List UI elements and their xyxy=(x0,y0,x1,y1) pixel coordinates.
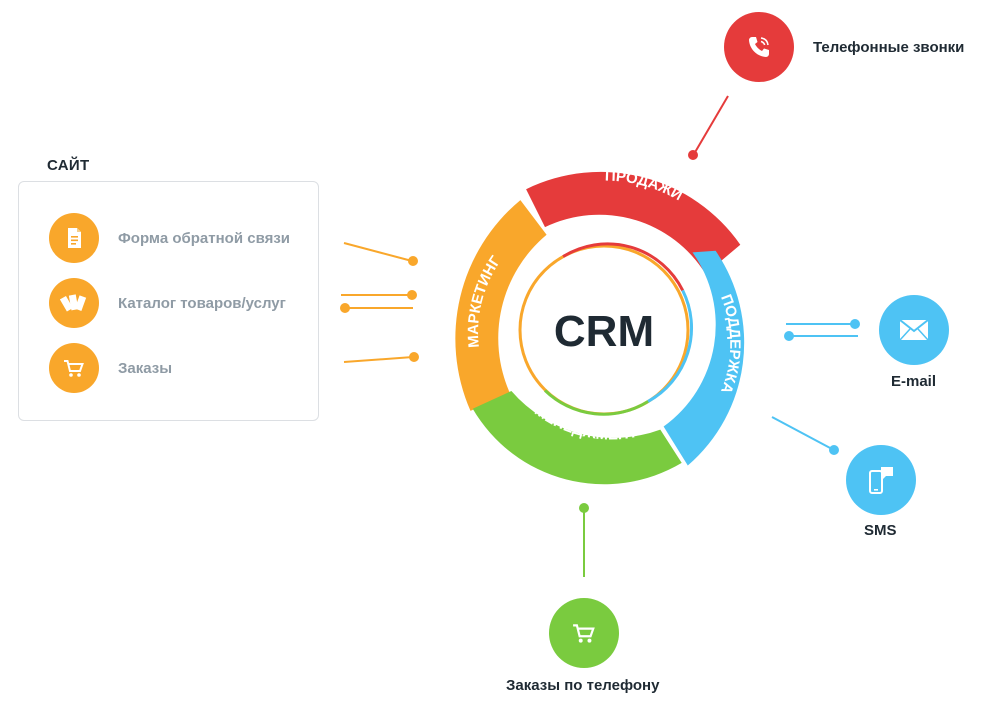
phone-calls-connector xyxy=(688,95,729,160)
site-item-label: Заказы xyxy=(118,359,173,377)
segment-marketing xyxy=(455,200,547,411)
catalog-icon xyxy=(49,278,99,328)
cart-icon xyxy=(49,343,99,393)
sms-connector xyxy=(771,416,839,455)
crm-center-label: CRM xyxy=(554,307,654,356)
site-panel: Форма обратной связи Каталог товаров/усл… xyxy=(18,181,319,421)
envelope-icon xyxy=(879,295,949,365)
email-label: E-mail xyxy=(891,373,937,390)
site-title: САЙТ xyxy=(47,157,90,174)
site-item-label: Каталог товаров/услуг xyxy=(118,294,286,312)
segment-management xyxy=(472,391,682,485)
phone-calls-label: Телефонные звонки xyxy=(813,39,965,56)
phone-orders-connector xyxy=(579,503,589,577)
cart-icon xyxy=(549,598,619,668)
sms-label: SMS xyxy=(864,522,897,539)
connector-feedback-form xyxy=(343,242,413,262)
document-icon xyxy=(49,213,99,263)
site-item-catalog: Каталог товаров/услуг xyxy=(49,278,286,328)
email-connector xyxy=(784,319,860,341)
segment-support xyxy=(663,250,745,466)
site-connectors xyxy=(340,242,419,363)
site-item-label: Форма обратной связи xyxy=(118,229,291,247)
segment-sales xyxy=(526,171,741,274)
inner-ring xyxy=(518,242,694,416)
site-item-feedback-form: Форма обратной связи xyxy=(49,213,290,263)
phone-orders-label: Заказы по телефону xyxy=(506,677,660,694)
mobile-message-icon xyxy=(846,445,916,515)
phone-icon xyxy=(724,12,794,82)
connector-orders xyxy=(343,356,414,363)
site-item-orders: Заказы xyxy=(49,343,172,393)
